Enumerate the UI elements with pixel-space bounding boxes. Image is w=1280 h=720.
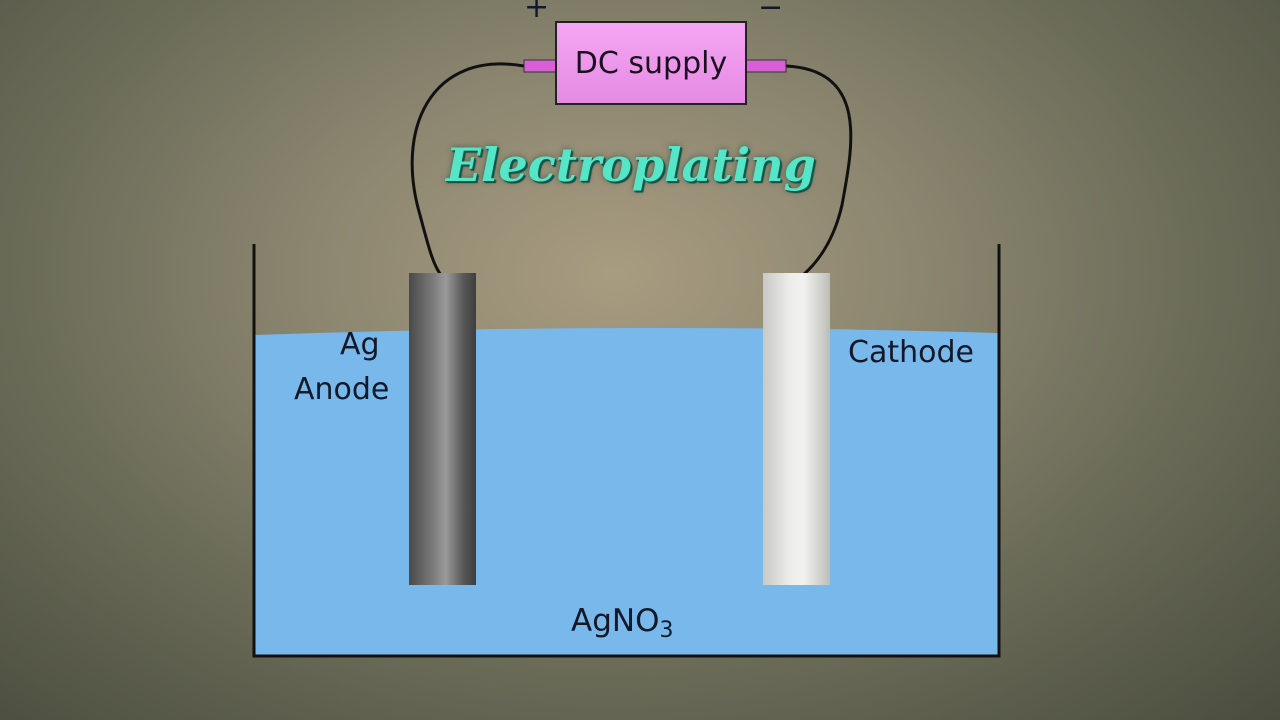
electrolyte-formula-subscript: 3 (659, 618, 674, 643)
diagram-title: Electroplating (446, 138, 816, 192)
dc-supply-label: DC supply (574, 45, 728, 81)
dc-supply-box: DC supply (555, 21, 747, 105)
terminal-negative (745, 59, 787, 73)
cathode-electrode (763, 273, 830, 585)
negative-terminal-label: − (758, 0, 784, 25)
beaker-outline (252, 244, 1001, 658)
anode-label: Anode (294, 372, 390, 407)
cathode-label: Cathode (848, 335, 974, 370)
terminal-positive (523, 59, 557, 73)
anode-element-label: Ag (340, 327, 380, 362)
electrolyte-formula: AgNO3 (571, 603, 673, 643)
wire-positive (410, 62, 525, 276)
electrolyte-formula-base: AgNO (571, 603, 660, 639)
anode-electrode (409, 273, 476, 585)
positive-terminal-label: + (524, 0, 550, 25)
wire-negative (785, 64, 853, 277)
